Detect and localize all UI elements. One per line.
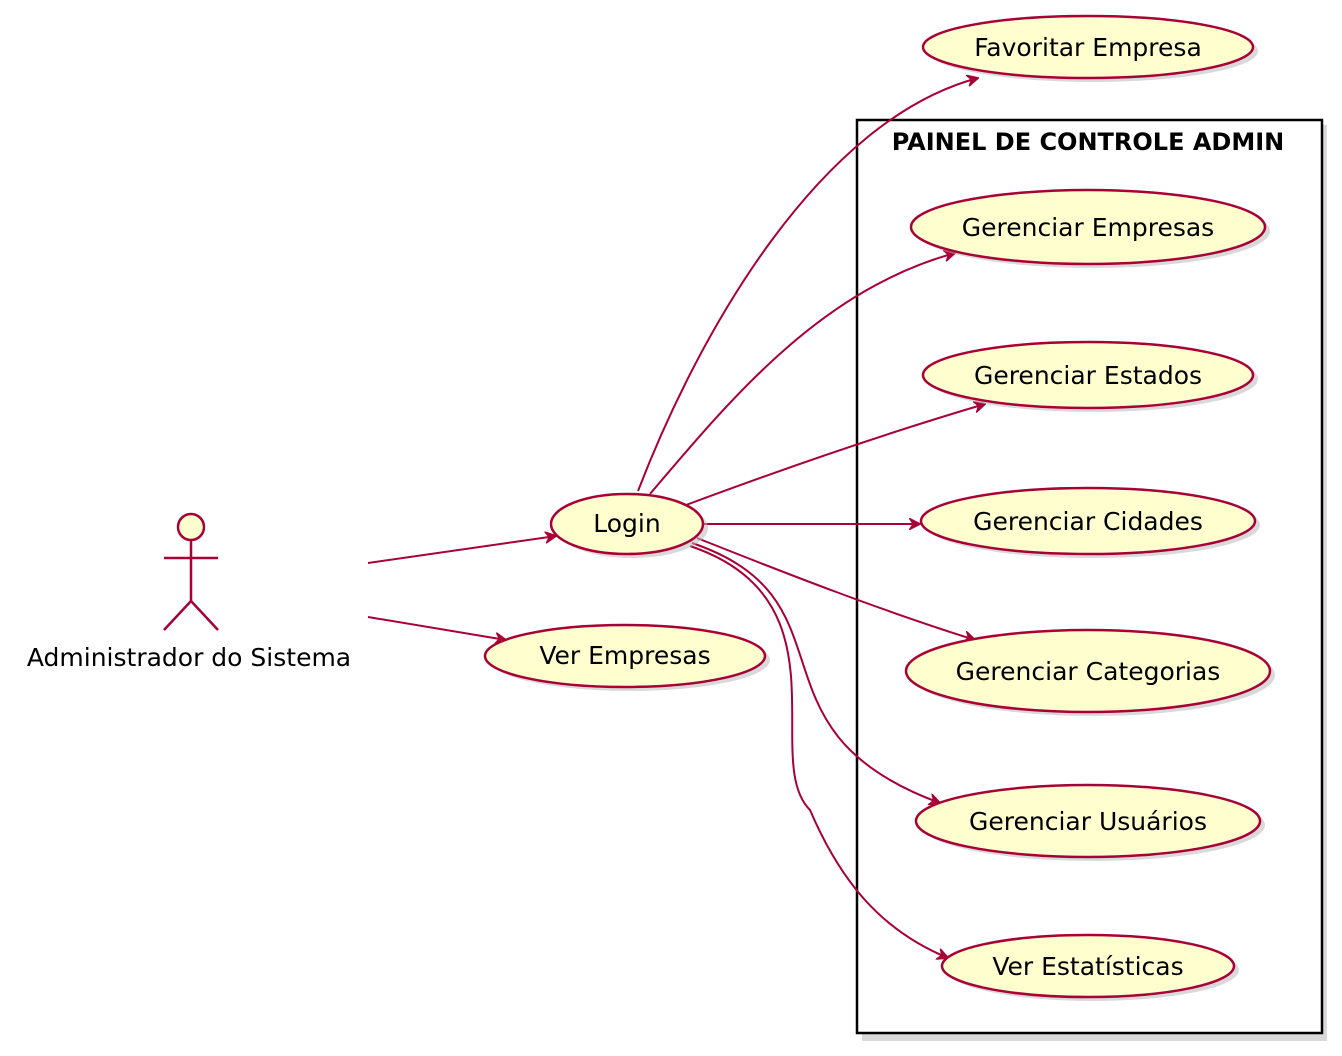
edge-login-gerenciar-empresas (649, 253, 955, 495)
usecase-gerenciar-categorias-label: Gerenciar Categorias (956, 657, 1221, 686)
usecase-login[interactable]: Login (549, 492, 708, 558)
usecase-ver-estatisticas[interactable]: Ver Estatísticas (940, 933, 1239, 1001)
usecase-gerenciar-categorias[interactable]: Gerenciar Categorias (904, 628, 1275, 716)
usecase-ver-empresas[interactable]: Ver Empresas (483, 623, 770, 691)
package-painel-de-controle-admin: PAINEL DE CONTROLE ADMIN (855, 118, 1327, 1041)
usecase-gerenciar-cidades-label: Gerenciar Cidades (973, 507, 1203, 536)
actor-label: Administrador do Sistema (27, 643, 351, 672)
edge-actor-login (367, 536, 556, 564)
usecase-favoritar-empresa[interactable]: Favoritar Empresa (921, 14, 1258, 82)
usecase-ver-empresas-label: Ver Empresas (539, 641, 710, 670)
usecase-gerenciar-estados[interactable]: Gerenciar Estados (921, 340, 1258, 412)
edge-actor-ver-empresas (367, 616, 506, 640)
usecase-gerenciar-cidades[interactable]: Gerenciar Cidades (919, 486, 1260, 558)
edge-login-ver-estatisticas (689, 545, 948, 958)
usecase-login-label: Login (593, 509, 660, 538)
actor-administrador-do-sistema[interactable]: Administrador do Sistema (27, 512, 351, 672)
edge-login-gerenciar-estados (685, 404, 985, 506)
usecase-gerenciar-estados-label: Gerenciar Estados (974, 361, 1202, 390)
usecase-gerenciar-usuarios-label: Gerenciar Usuários (969, 807, 1207, 836)
usecase-gerenciar-empresas-label: Gerenciar Empresas (962, 213, 1214, 242)
edge-login-gerenciar-usuarios (691, 542, 940, 803)
usecase-gerenciar-empresas[interactable]: Gerenciar Empresas (909, 188, 1270, 268)
usecase-gerenciar-usuarios[interactable]: Gerenciar Usuários (914, 783, 1265, 861)
edge-login-favoritar-empresa (637, 78, 978, 492)
usecase-ver-estatisticas-label: Ver Estatísticas (992, 952, 1183, 981)
package-title: PAINEL DE CONTROLE ADMIN (892, 128, 1284, 156)
edges (367, 78, 985, 958)
usecase-favoritar-empresa-label: Favoritar Empresa (974, 33, 1202, 62)
actor-stick-figure-icon (163, 512, 219, 631)
edge-login-gerenciar-categorias (696, 537, 975, 640)
